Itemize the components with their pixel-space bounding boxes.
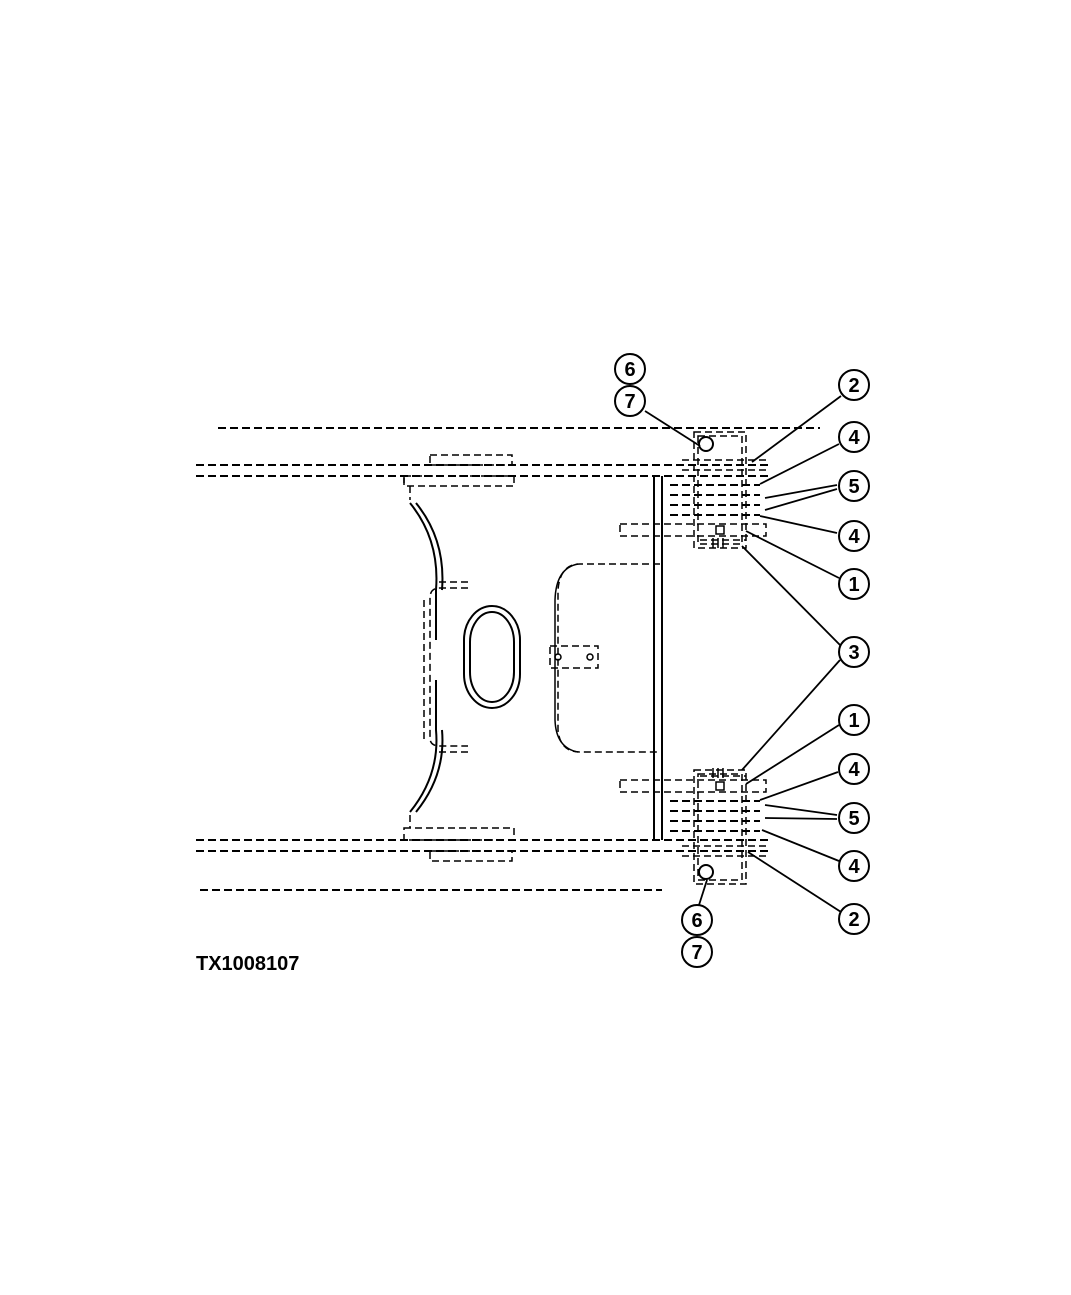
callout-label: 1 [848, 710, 859, 732]
leader-lines [644, 395, 842, 913]
callout-1-bottom: 1 [838, 704, 870, 736]
callout-6-top: 6 [614, 353, 646, 385]
callout-label: 4 [848, 856, 860, 878]
end-plate [653, 476, 663, 840]
lower-bracket-assembly [619, 768, 768, 885]
callout-label: 4 [848, 427, 860, 449]
callout-label: 4 [848, 526, 860, 548]
rail-brackets [403, 454, 515, 862]
callout-label: 2 [848, 375, 859, 397]
callouts: 6 7 2 4 5 4 1 [614, 353, 870, 968]
figure-id: TX1008107 [196, 953, 300, 975]
callout-1-top: 1 [838, 568, 870, 600]
callout-label: 4 [848, 759, 860, 781]
left-crossmember [409, 502, 468, 813]
callout-5-bottom: 5 [838, 802, 870, 834]
callout-7-top: 7 [614, 385, 646, 417]
callout-label: 7 [691, 942, 702, 964]
callout-label: 2 [848, 909, 859, 931]
callout-3: 3 [838, 636, 870, 668]
oval-hole [463, 605, 521, 709]
right-crossmember [549, 563, 660, 753]
callout-4-top-a: 4 [838, 421, 870, 453]
callout-4-top-b: 4 [838, 520, 870, 552]
callout-label: 1 [848, 574, 859, 596]
callout-2-top: 2 [838, 369, 870, 401]
frame-rails [196, 427, 820, 891]
callout-5-top: 5 [838, 470, 870, 502]
callout-label: 3 [848, 642, 859, 664]
callout-4-bottom-b: 4 [838, 850, 870, 882]
upper-bracket-assembly [619, 431, 768, 549]
callout-label: 5 [848, 808, 859, 830]
callout-label: 6 [624, 359, 635, 381]
callout-label: 6 [691, 910, 702, 932]
callout-7-bottom: 7 [681, 936, 713, 968]
callout-label: 7 [624, 391, 635, 413]
callout-6-bottom: 6 [681, 904, 713, 936]
callout-4-bottom-a: 4 [838, 753, 870, 785]
callout-2-bottom: 2 [838, 903, 870, 935]
callout-label: 5 [848, 476, 859, 498]
